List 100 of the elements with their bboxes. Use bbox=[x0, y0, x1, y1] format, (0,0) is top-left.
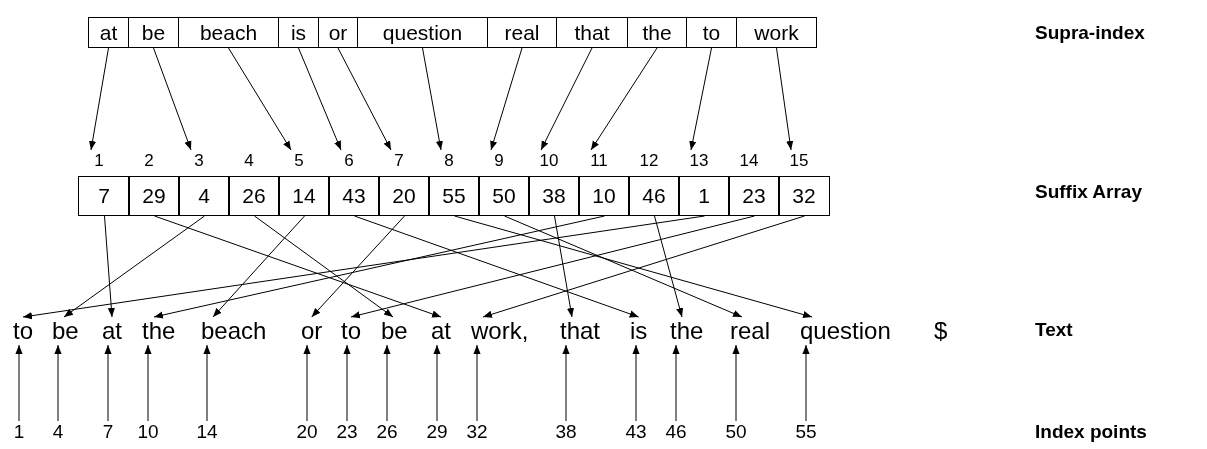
arrow bbox=[15, 344, 23, 422]
index-number: 20 bbox=[287, 421, 327, 443]
position-number: 6 bbox=[343, 150, 355, 172]
arrow bbox=[802, 344, 810, 422]
array-cell: 20 bbox=[378, 176, 430, 216]
text-word: at bbox=[431, 317, 451, 345]
arrow bbox=[422, 47, 443, 151]
row-label: Text bbox=[1035, 319, 1073, 341]
index-number: 14 bbox=[187, 421, 227, 443]
arrow bbox=[504, 215, 743, 318]
arrow bbox=[343, 344, 351, 422]
text-word: work, bbox=[471, 317, 529, 345]
text-word: beach bbox=[201, 317, 267, 345]
arrow bbox=[562, 344, 570, 422]
arrow bbox=[154, 215, 442, 318]
arrow bbox=[350, 215, 755, 319]
text-word: is bbox=[630, 317, 648, 345]
array-cell: 43 bbox=[328, 176, 380, 216]
position-number: 7 bbox=[393, 150, 405, 172]
arrow bbox=[554, 215, 574, 318]
arrow bbox=[203, 344, 211, 422]
arrow bbox=[776, 47, 794, 151]
arrow bbox=[298, 47, 342, 151]
arrow bbox=[732, 344, 740, 422]
index-number: 38 bbox=[546, 421, 586, 443]
index-cell: or bbox=[318, 17, 358, 48]
index-number: 7 bbox=[88, 421, 128, 443]
index-number: 29 bbox=[417, 421, 457, 443]
index-cell: be bbox=[128, 17, 179, 48]
position-number: 14 bbox=[738, 150, 760, 172]
arrow bbox=[153, 215, 605, 319]
arrow bbox=[354, 215, 640, 318]
arrow bbox=[54, 344, 62, 422]
arrow bbox=[212, 215, 305, 318]
array-cell: 14 bbox=[278, 176, 330, 216]
index-number: 55 bbox=[786, 421, 826, 443]
index-cell: the bbox=[627, 17, 687, 48]
index-cell: to bbox=[686, 17, 737, 48]
position-number: 10 bbox=[538, 150, 560, 172]
index-cell: that bbox=[556, 17, 628, 48]
text-word: $ bbox=[934, 317, 948, 345]
arrow bbox=[311, 215, 405, 318]
arrow bbox=[540, 47, 593, 151]
arrow bbox=[104, 215, 115, 318]
position-number: 4 bbox=[243, 150, 255, 172]
index-number: 46 bbox=[656, 421, 696, 443]
position-number: 11 bbox=[589, 150, 609, 172]
arrow bbox=[383, 344, 391, 422]
arrow bbox=[22, 215, 705, 320]
position-number: 2 bbox=[143, 150, 155, 172]
position-number: 5 bbox=[293, 150, 305, 172]
arrow bbox=[228, 47, 292, 151]
index-number: 32 bbox=[457, 421, 497, 443]
index-number: 50 bbox=[716, 421, 756, 443]
index-cell: real bbox=[487, 17, 557, 48]
position-number: 9 bbox=[493, 150, 505, 172]
index-cell: at bbox=[88, 17, 129, 48]
position-number: 3 bbox=[193, 150, 205, 172]
arrow bbox=[490, 47, 523, 151]
index-cell: question bbox=[357, 17, 488, 48]
arrow bbox=[88, 47, 109, 151]
text-word: that bbox=[560, 317, 601, 345]
arrow bbox=[689, 47, 712, 151]
position-number: 15 bbox=[788, 150, 810, 172]
position-number: 8 bbox=[443, 150, 455, 172]
arrow bbox=[144, 344, 152, 422]
array-cell: 46 bbox=[628, 176, 680, 216]
arrow bbox=[672, 344, 680, 422]
text-word: the bbox=[142, 317, 176, 345]
text-word: to bbox=[341, 317, 361, 345]
text-word: to bbox=[13, 317, 33, 345]
position-number: 12 bbox=[638, 150, 660, 172]
array-cell: 55 bbox=[428, 176, 480, 216]
array-cell: 1 bbox=[678, 176, 730, 216]
array-cell: 10 bbox=[578, 176, 630, 216]
arrow bbox=[337, 47, 392, 151]
array-cell: 26 bbox=[228, 176, 280, 216]
index-number: 43 bbox=[616, 421, 656, 443]
arrow bbox=[590, 47, 658, 151]
array-cell: 7 bbox=[78, 176, 130, 216]
text-word: at bbox=[102, 317, 122, 345]
array-cell: 29 bbox=[128, 176, 180, 216]
row-label: Index points bbox=[1035, 421, 1147, 443]
index-number: 4 bbox=[38, 421, 78, 443]
arrow bbox=[104, 344, 112, 422]
text-word: be bbox=[381, 317, 408, 345]
arrow bbox=[433, 344, 441, 422]
arrow bbox=[303, 344, 311, 422]
arrow bbox=[63, 215, 205, 318]
array-cell: 38 bbox=[528, 176, 580, 216]
arrow bbox=[254, 215, 394, 318]
text-word: the bbox=[670, 317, 704, 345]
index-cell: beach bbox=[178, 17, 279, 48]
index-number: 10 bbox=[128, 421, 168, 443]
row-label: Suffix Array bbox=[1035, 181, 1142, 203]
position-number: 13 bbox=[688, 150, 710, 172]
array-cell: 50 bbox=[478, 176, 530, 216]
text-word: be bbox=[52, 317, 79, 345]
arrow bbox=[632, 344, 640, 422]
text-word: question bbox=[800, 317, 891, 345]
